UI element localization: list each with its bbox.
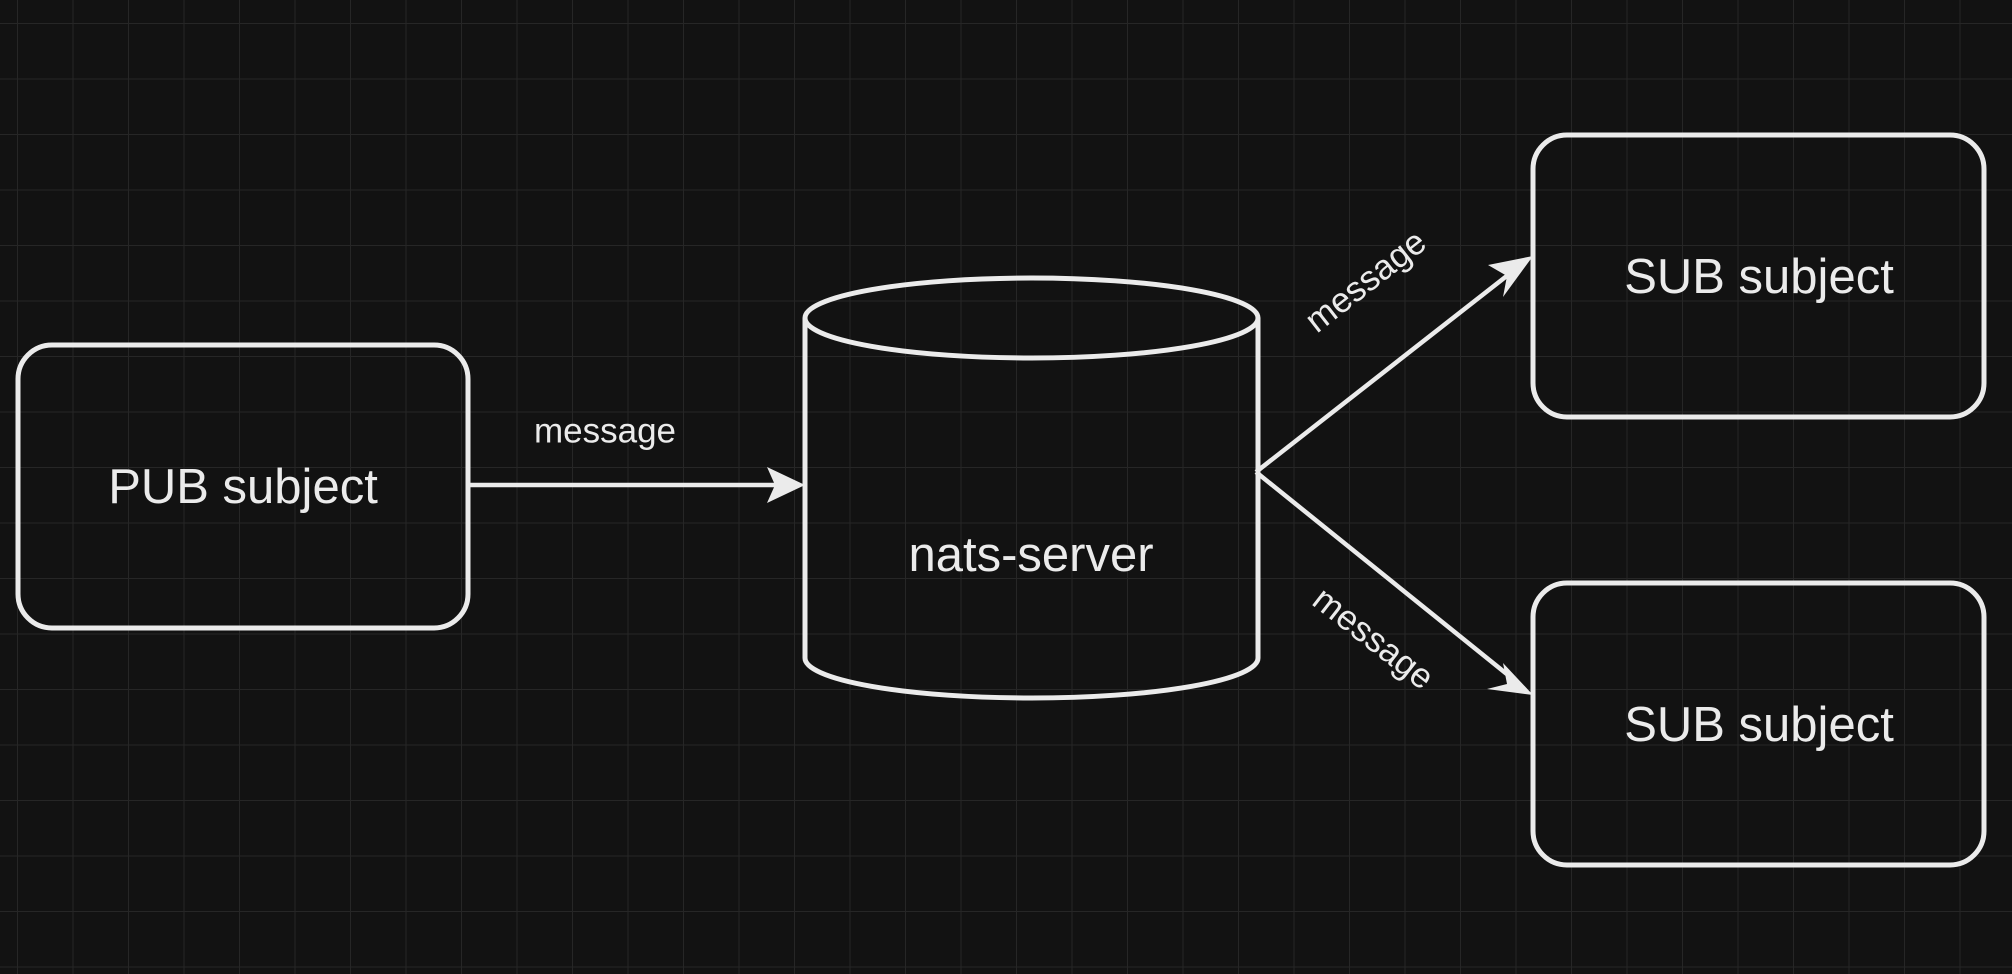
nats-server-label: nats-server [908, 528, 1153, 582]
sub-subject-bottom-box[interactable] [1530, 580, 1987, 868]
edge-server-to-sub-bottom-label: message [1305, 579, 1441, 697]
edge-server-to-sub-top[interactable]: message [1254, 222, 1533, 474]
edge-server-to-sub-bottom-arrowhead [1487, 663, 1533, 695]
node-nats-server[interactable]: nats-server [802, 275, 1261, 701]
node-pub-subject[interactable]: PUB subject [15, 342, 471, 631]
edge-server-to-sub-top-label: message [1298, 222, 1434, 340]
nats-server-cylinder-top[interactable] [802, 275, 1261, 361]
edge-pub-to-server[interactable]: message [468, 411, 805, 503]
node-sub-subject-bottom[interactable]: SUB subject [1530, 580, 1987, 868]
edge-server-to-sub-top-line [1254, 273, 1510, 474]
pub-subject-label: PUB subject [108, 460, 378, 514]
node-sub-subject-top[interactable]: SUB subject [1530, 132, 1987, 420]
edge-server-to-sub-bottom[interactable]: message [1254, 470, 1533, 697]
edge-server-to-sub-bottom-line [1254, 470, 1510, 677]
edge-pub-to-server-label: message [534, 411, 676, 450]
edge-pub-to-server-arrowhead [767, 467, 805, 503]
nats-server-cylinder-body[interactable] [802, 318, 1261, 701]
sub-subject-bottom-label: SUB subject [1624, 698, 1894, 752]
sub-subject-top-box[interactable] [1530, 132, 1987, 420]
edge-server-to-sub-top-arrowhead [1488, 256, 1533, 297]
sub-subject-top-label: SUB subject [1624, 250, 1894, 304]
